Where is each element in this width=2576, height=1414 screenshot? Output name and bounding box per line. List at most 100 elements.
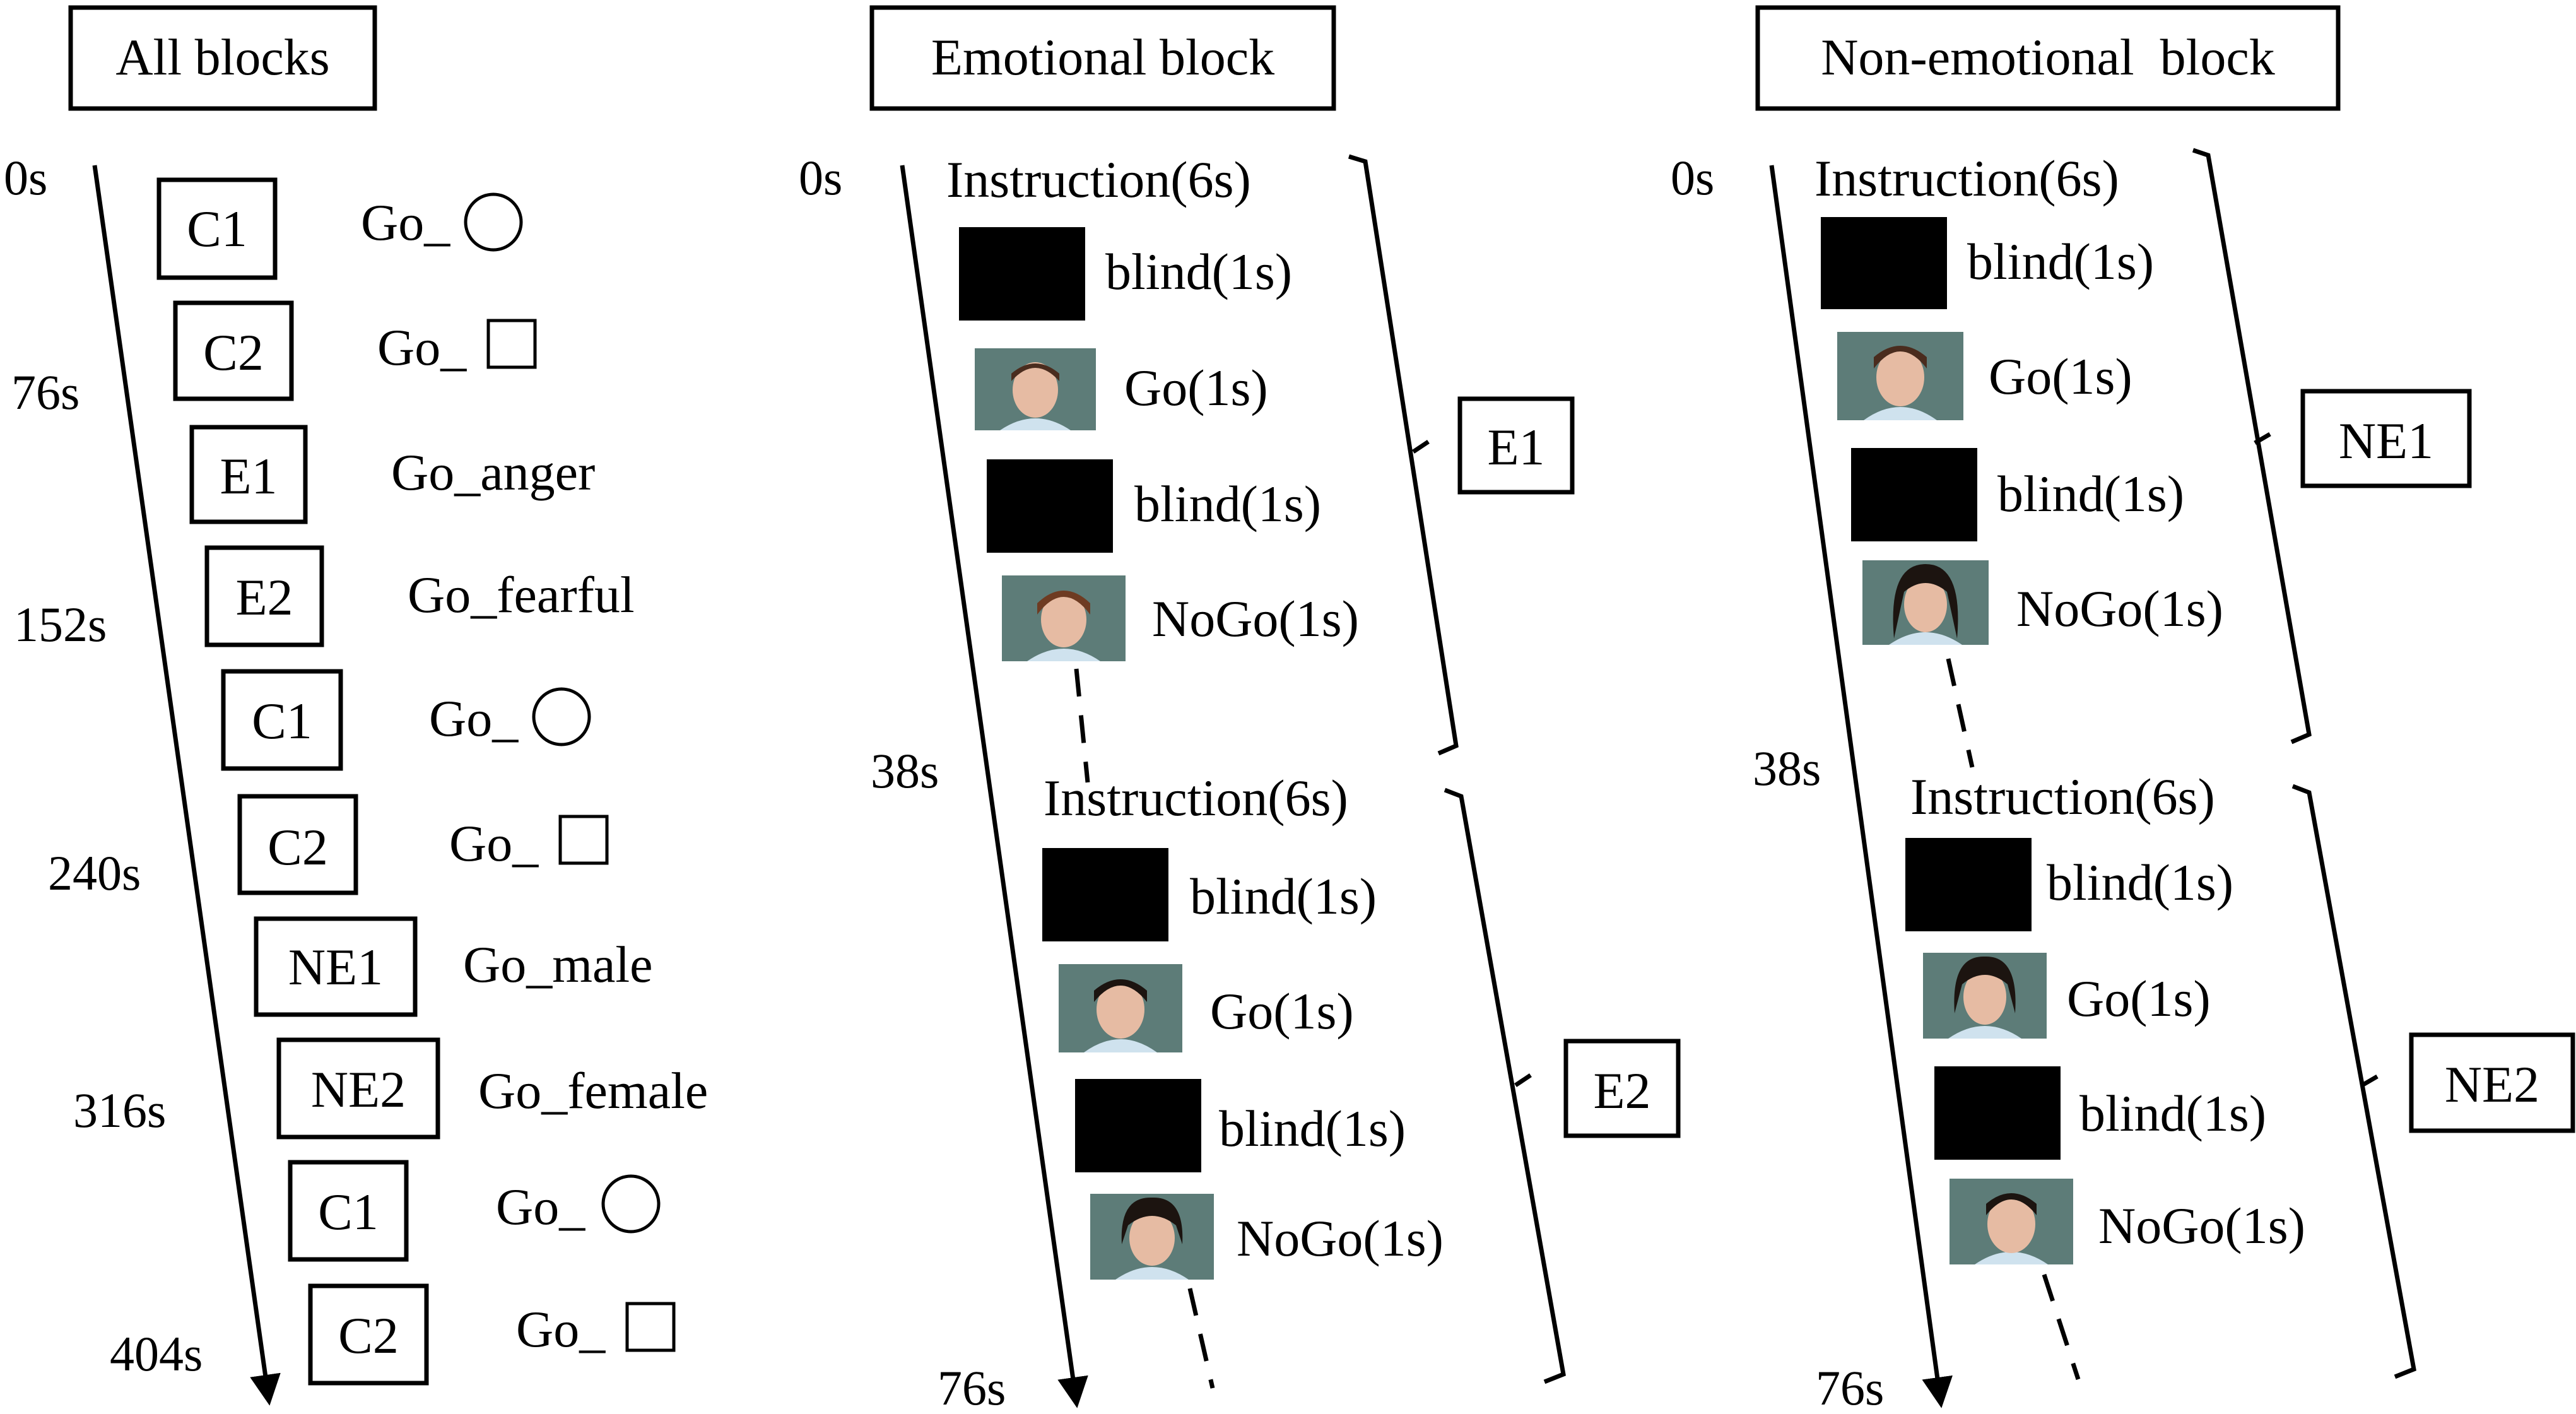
time-label: 76s [938, 1360, 1006, 1414]
fearful-male-face [1059, 964, 1182, 1052]
time-label: 240s [48, 845, 141, 900]
time-label: 76s [1816, 1360, 1884, 1414]
square-icon [625, 1302, 676, 1352]
non-emotional-time-axis [1769, 165, 1953, 1408]
block-condition: Go_male [463, 936, 653, 993]
block-code-box [254, 916, 418, 1017]
all-blocks-time-axis [92, 165, 281, 1406]
blind-screen [1905, 838, 2032, 931]
block-code-box [221, 669, 343, 771]
angry-male-face [975, 348, 1096, 430]
circle-icon [601, 1174, 661, 1234]
circle-icon [464, 192, 523, 252]
group-label-box [2300, 389, 2472, 488]
block-condition: Go_female [478, 1062, 708, 1119]
block-condition: Go_fearful [408, 566, 635, 623]
time-label: 38s [1753, 741, 1821, 796]
block-code-box [288, 1160, 409, 1262]
step-label: blind(1s) [1997, 465, 2184, 522]
step-label: Go(1s) [1210, 982, 1354, 1040]
step-label: blind(1s) [1190, 868, 1377, 925]
block-code-box [237, 794, 358, 895]
instruction-label: Instruction(6s) [1910, 768, 2215, 825]
block-code-box [308, 1283, 429, 1386]
female-face [1923, 953, 2047, 1039]
group-bracket [1444, 787, 1566, 1384]
female-face [1862, 560, 1989, 645]
circle-icon [532, 687, 591, 746]
blind-screen [959, 227, 1085, 321]
step-label: Go(1s) [1124, 359, 1268, 416]
step-label: blind(1s) [1105, 243, 1292, 300]
time-label: 152s [14, 597, 107, 652]
emotional-block-panel: Emotional block 0s 38s 76s Instruction(6… [799, 5, 1681, 1414]
continuation-dash [1074, 668, 1090, 783]
all-blocks-title: All blocks [115, 28, 329, 86]
block-code: C1 [187, 200, 247, 257]
block-condition: Go_ [449, 815, 539, 872]
block-code: NE1 [288, 938, 383, 996]
block-code: C2 [203, 324, 264, 381]
group-label-box [2409, 1032, 2575, 1133]
group-bracket [2291, 784, 2416, 1379]
step-label: blind(1s) [1967, 233, 2154, 290]
step-label: NoGo(1s) [1237, 1210, 1444, 1267]
group-label: NE1 [2339, 412, 2433, 469]
instruction-label: Instruction(6s) [1044, 769, 1348, 827]
group-bracket [2192, 148, 2312, 745]
step-label: blind(1s) [2047, 854, 2233, 911]
blind-screen [987, 459, 1113, 553]
block-condition: Go_ [516, 1300, 606, 1358]
block-condition: Go_ [429, 690, 519, 747]
block-code: C1 [318, 1183, 379, 1240]
block-code-box [276, 1037, 440, 1140]
non-emotional-block-title-box [1755, 5, 2341, 111]
all-blocks-panel: All blocks 0s 76s 152s 240s 316s 404s C1… [4, 5, 708, 1406]
block-code-box [173, 300, 294, 401]
emotional-time-axis [900, 165, 1088, 1408]
non-emotional-block-title: Non-emotional block [1821, 28, 2275, 86]
block-condition: Go_ [377, 319, 467, 376]
square-icon [486, 319, 537, 369]
group-label: NE2 [2445, 1056, 2539, 1113]
square-icon [558, 815, 609, 865]
group-label-box [1457, 396, 1575, 495]
time-label: 76s [11, 365, 79, 420]
blind-screen [1075, 1079, 1201, 1172]
time-label: 0s [799, 150, 842, 205]
block-code: NE2 [311, 1061, 406, 1118]
male-face [1837, 332, 1963, 420]
step-label: NoGo(1s) [2098, 1197, 2305, 1254]
emotional-block-title: Emotional block [931, 28, 1274, 86]
group-label: E1 [1487, 418, 1544, 476]
block-condition: Go_anger [391, 444, 595, 501]
step-label: blind(1s) [1134, 475, 1321, 533]
time-label: 404s [110, 1326, 203, 1381]
group-bracket [1348, 154, 1459, 756]
block-code: E1 [220, 447, 277, 505]
all-blocks-title-box [68, 5, 377, 111]
block-code-box [189, 425, 308, 524]
step-label: Go(1s) [1989, 348, 2132, 405]
step-label: Go(1s) [2067, 970, 2211, 1027]
step-label: blind(1s) [1219, 1100, 1406, 1157]
step-label: NoGo(1s) [1152, 590, 1359, 647]
time-label: 0s [1671, 150, 1714, 205]
block-code: C2 [338, 1307, 399, 1364]
block-condition: Go_ [496, 1178, 585, 1235]
continuation-dash [2042, 1273, 2081, 1381]
block-code-box [204, 545, 324, 647]
continuation-dash [1187, 1288, 1215, 1389]
step-label: NoGo(1s) [2016, 580, 2223, 637]
continuation-dash [1946, 658, 1975, 768]
blind-screen [1934, 1066, 2061, 1160]
instruction-label: Instruction(6s) [1814, 150, 2119, 207]
group-label: E2 [1593, 1062, 1650, 1119]
block-code: C2 [268, 818, 328, 876]
emotional-block-title-box [869, 5, 1336, 111]
block-code: C1 [252, 692, 312, 750]
instruction-label: Instruction(6s) [946, 151, 1251, 208]
time-label: 38s [871, 743, 939, 798]
time-label: 316s [73, 1083, 166, 1138]
